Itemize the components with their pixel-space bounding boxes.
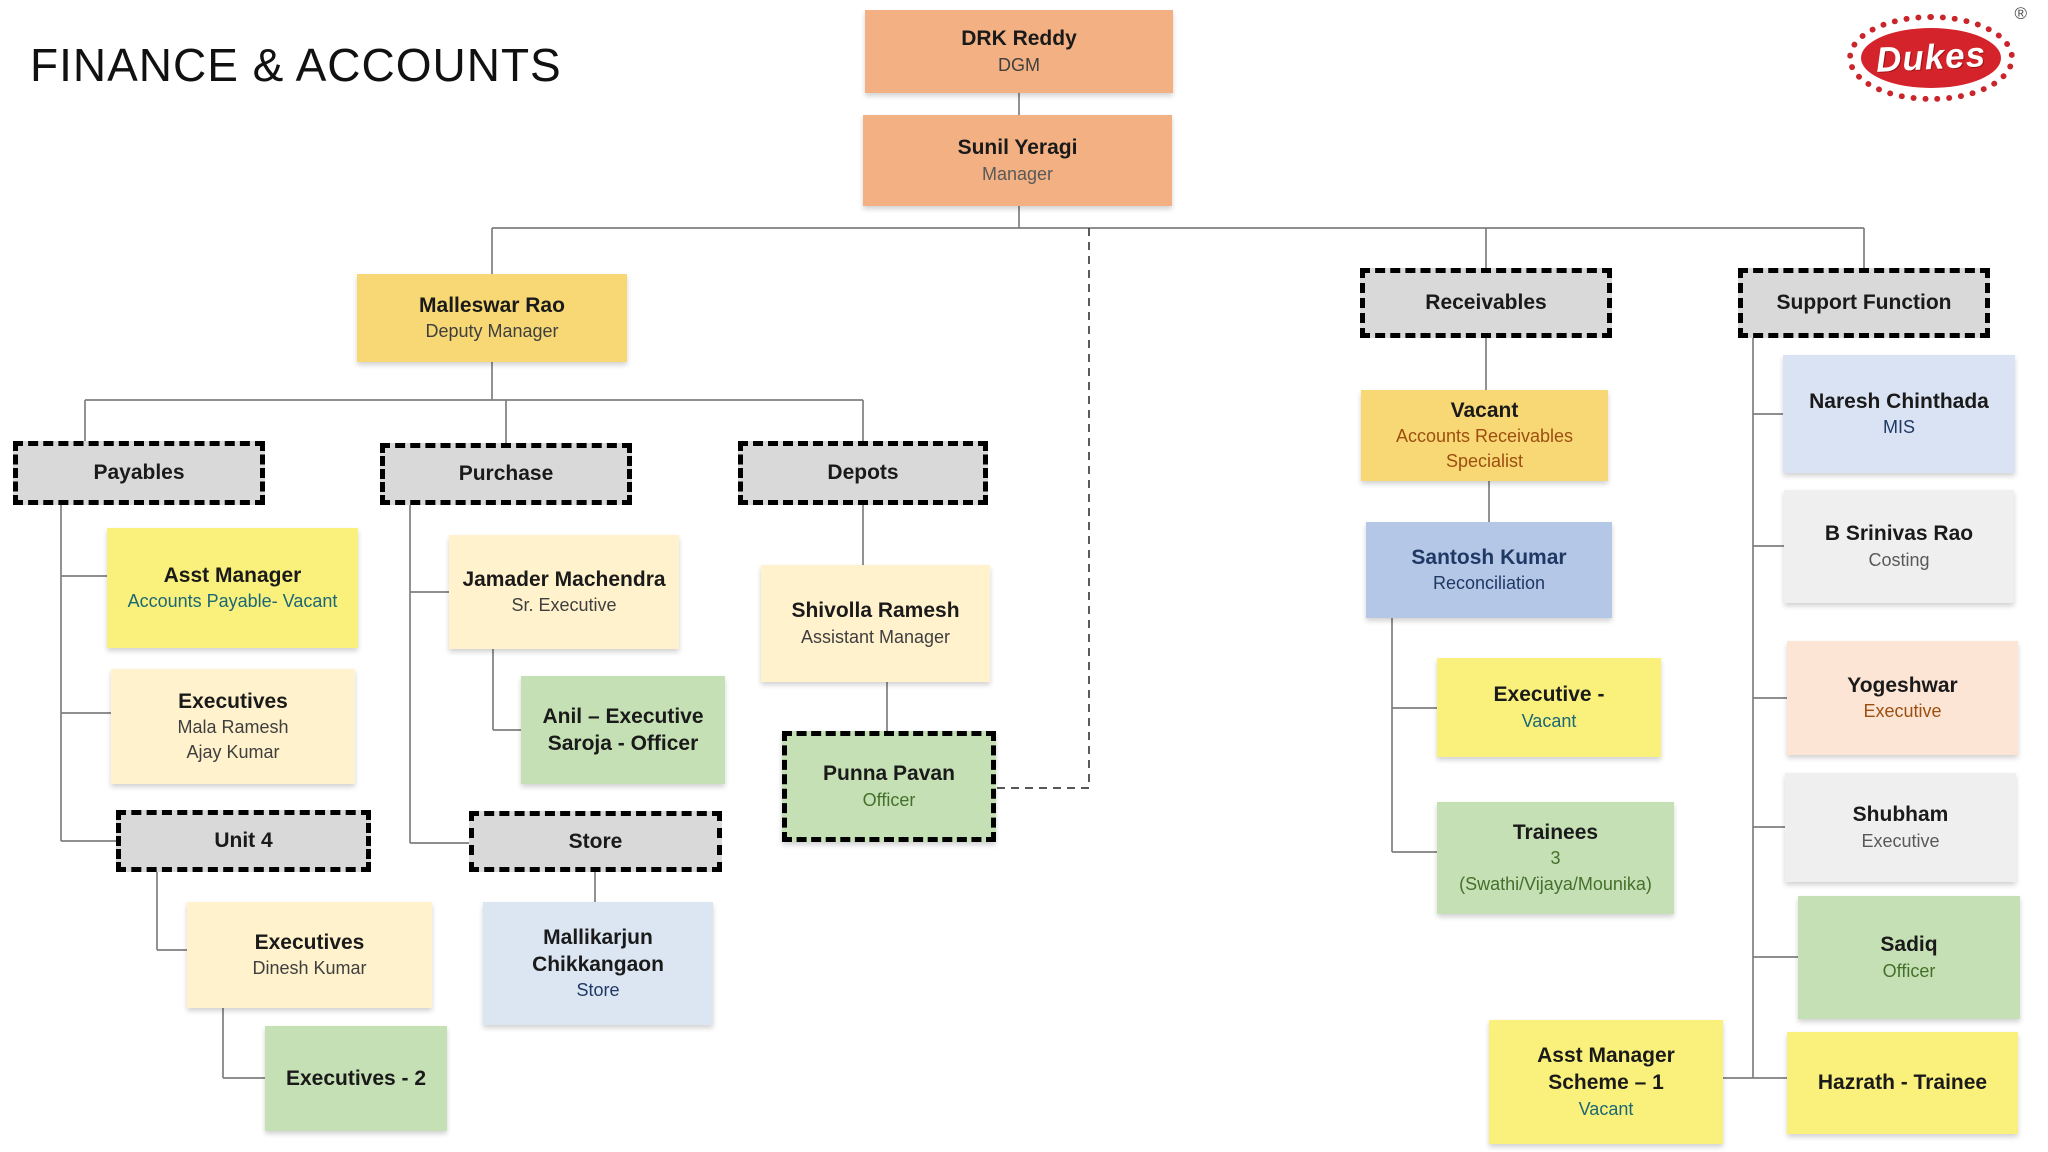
dukes-logo: Dukes ® xyxy=(1843,4,2027,110)
org-header-depots: Depots xyxy=(738,441,988,505)
org-node-depots-officer: Punna Pavan Officer xyxy=(782,731,996,842)
org-node-deputy-manager: Malleswar Rao Deputy Manager xyxy=(357,274,627,362)
org-node-scheme-asst-manager: Asst Manager Scheme – 1 Vacant xyxy=(1489,1020,1723,1144)
registered-trademark-symbol: ® xyxy=(2014,4,2027,23)
org-node-support-executive-yogeshwar: Yogeshwar Executive xyxy=(1787,641,2018,755)
logo-dotted-ring xyxy=(1847,14,2015,102)
org-node-trainees: Trainees 3 (Swathi/Vijaya/Mounika) xyxy=(1437,802,1674,914)
org-node-depots-asst-manager: Shivolla Ramesh Assistant Manager xyxy=(761,565,990,682)
org-header-unit4: Unit 4 xyxy=(116,810,371,872)
org-node-dgm: DRK Reddy DGM xyxy=(865,10,1173,93)
org-node-store-person: Mallikarjun Chikkangaon Store xyxy=(483,902,713,1025)
org-node-unit4-executives-2: Executives - 2 xyxy=(265,1026,447,1131)
org-node-support-costing: B Srinivas Rao Costing xyxy=(1784,490,2014,603)
org-node-unit4-executives: Executives Dinesh Kumar xyxy=(187,902,432,1008)
org-node-purchase-staff: Anil – Executive Saroja - Officer xyxy=(521,676,725,784)
org-node-support-executive-shubham: Shubham Executive xyxy=(1785,773,2016,882)
org-node-receivables-executive: Executive - Vacant xyxy=(1437,658,1661,757)
org-node-reconciliation: Santosh Kumar Reconciliation xyxy=(1366,522,1612,618)
org-node-payables-executives: Executives Mala Ramesh Ajay Kumar xyxy=(111,669,355,784)
org-header-purchase: Purchase xyxy=(380,443,632,505)
org-node-purchase-sr-executive: Jamader Machendra Sr. Executive xyxy=(449,535,679,649)
org-node-receivables-specialist: Vacant Accounts Receivables Specialist xyxy=(1361,390,1608,481)
org-header-store: Store xyxy=(469,811,722,872)
logo-oval: Dukes xyxy=(1861,28,2001,88)
logo-brand-text: Dukes xyxy=(1874,35,1987,80)
org-node-support-trainee-hazrath: Hazrath - Trainee xyxy=(1787,1032,2018,1134)
org-node-support-mis: Naresh Chinthada MIS xyxy=(1783,355,2015,473)
org-node-manager: Sunil Yeragi Manager xyxy=(863,115,1172,206)
org-node-asst-manager-accounts-payable: Asst Manager Accounts Payable- Vacant xyxy=(107,528,358,648)
org-node-support-officer-sadiq: Sadiq Officer xyxy=(1798,896,2020,1019)
org-header-payables: Payables xyxy=(13,441,265,505)
org-header-support-function: Support Function xyxy=(1738,268,1990,338)
org-header-receivables: Receivables xyxy=(1360,268,1612,338)
page-title: FINANCE & ACCOUNTS xyxy=(30,39,562,91)
